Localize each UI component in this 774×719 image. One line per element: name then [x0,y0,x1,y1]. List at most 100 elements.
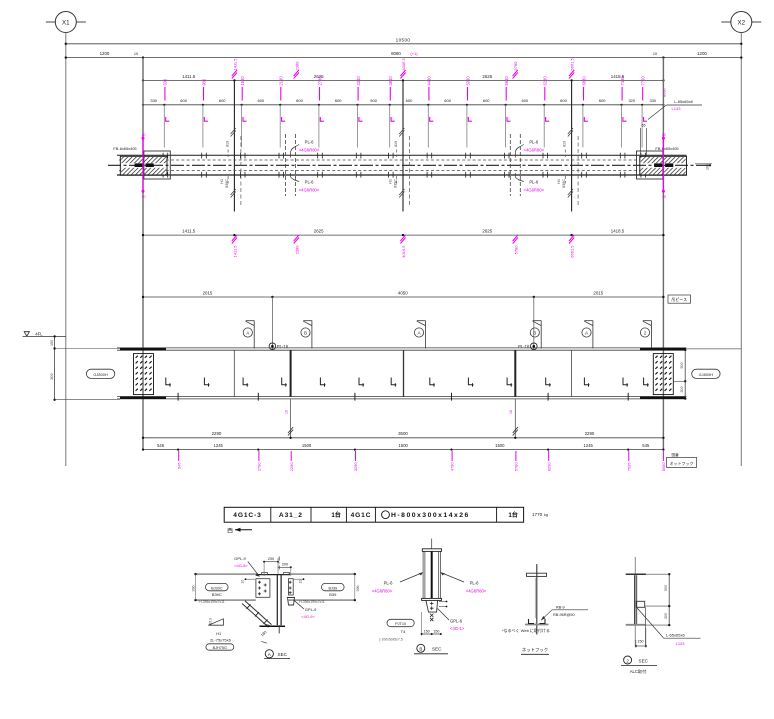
svg-text:2015: 2015 [593,290,603,295]
svg-text:B: B [304,331,307,336]
svg-text:4050: 4050 [398,290,408,295]
svg-text:2130: 2130 [279,76,284,86]
svg-text:396: 396 [356,586,360,592]
svg-text:4016.5: 4016.5 [401,245,406,258]
svg-text:<4G-1>: <4G-1> [450,626,465,631]
svg-text:2625: 2625 [482,229,492,234]
svg-text:600: 600 [522,98,529,103]
svg-text:65: 65 [642,124,646,128]
svg-text:10: 10 [241,580,245,584]
svg-text:1245: 1245 [584,443,594,448]
svg-text:839C: 839C [562,179,566,188]
svg-text:GJ800H: GJ800H [93,373,108,377]
svg-text:6661.5: 6661.5 [570,245,575,258]
svg-text:<4G6R80>: <4G6R80> [524,148,545,153]
svg-text:*なるべく Web に取付ける: *なるべく Web に取付ける [502,627,550,633]
svg-text:吊ピース: 吊ピース [671,297,687,302]
svg-text:L-65x65x6: L-65x65x6 [666,632,685,637]
svg-text:2380: 2380 [294,61,299,71]
svg-text:<4G6R80>: <4G6R80> [299,188,320,193]
svg-text:6661.5: 6661.5 [570,57,575,70]
svg-text:8080: 8080 [391,51,401,56]
svg-text:3500: 3500 [398,431,408,436]
svg-text:B39: B39 [329,592,337,597]
svg-text:SEC: SEC [432,647,442,652]
svg-text:150: 150 [424,629,430,633]
svg-text:PL-6: PL-6 [529,180,539,185]
svg-text:10500: 10500 [396,37,411,42]
svg-text:930: 930 [201,78,206,86]
svg-text:1790: 1790 [257,462,262,471]
svg-text:500: 500 [680,362,684,368]
svg-text:2: 2 [626,658,629,663]
svg-text:FB-6x65x405: FB-6x65x405 [113,146,136,151]
svg-text:A: A [585,331,589,336]
svg-text:1411.5: 1411.5 [182,229,196,234]
svg-text:2: 2 [644,331,647,336]
svg-text:2625: 2625 [314,74,324,79]
svg-text:2625: 2625 [314,229,324,234]
svg-text:839C: 839C [225,179,229,188]
svg-text:<4G6R80>: <4G6R80> [299,148,320,153]
svg-text:5780: 5780 [513,245,518,255]
svg-text:4006.5: 4006.5 [401,57,406,70]
svg-text:600: 600 [335,98,342,103]
svg-text:5030: 5030 [465,76,470,86]
svg-text:330: 330 [150,98,157,103]
svg-text:B: B [419,647,422,652]
svg-text:600: 600 [483,98,490,103]
svg-text:PL-6: PL-6 [305,180,315,185]
svg-text:GPL-6: GPL-6 [450,618,463,623]
svg-text:320: 320 [628,98,635,103]
svg-text:6830: 6830 [581,76,586,86]
svg-text:4G1C-3: 4G1C-3 [233,512,262,519]
svg-text:1台: 1台 [331,511,341,519]
svg-text:6290: 6290 [546,462,551,471]
svg-text:L143: L143 [672,106,682,111]
svg-text:6230: 6230 [543,76,548,86]
svg-text:545: 545 [157,443,165,448]
svg-text:20.9: 20.9 [209,618,213,625]
svg-text:BJ39C: BJ39C [211,586,223,590]
svg-text:2380: 2380 [294,245,299,255]
svg-text:1200: 1200 [697,51,707,56]
svg-text:150: 150 [433,629,439,633]
svg-text:ネットフック: ネットフック [670,460,694,466]
svg-text:545: 545 [642,443,650,448]
svg-text:PL-6: PL-6 [529,140,539,145]
svg-text:<4G-8>: <4G-8> [234,563,248,568]
svg-text:1411.5: 1411.5 [182,74,196,79]
svg-text:200: 200 [282,563,288,567]
svg-text:500: 500 [370,98,377,103]
svg-text:H-396x199x7x11: H-396x199x7x11 [299,600,324,604]
svg-text:4430: 4430 [427,76,432,86]
svg-text:H1: H1 [220,179,224,184]
svg-text:GPL-9: GPL-9 [305,607,317,612]
svg-text:FB-6x65x405: FB-6x65x405 [655,146,678,151]
svg-text:1418.5: 1418.5 [611,229,625,234]
svg-text:200: 200 [268,557,274,561]
svg-text:600: 600 [296,98,303,103]
svg-text:A31_2: A31_2 [279,512,303,519]
svg-text:L143: L143 [676,641,686,646]
svg-text:600: 600 [444,98,451,103]
svg-text:BJH75G: BJH75G [213,646,227,650]
svg-text:X1: X1 [62,19,70,26]
svg-text:1411.5: 1411.5 [232,58,237,71]
svg-text:10: 10 [653,52,657,56]
svg-text:600: 600 [180,98,187,103]
svg-text:10: 10 [662,133,666,137]
svg-text:PL-16: PL-16 [277,344,289,349]
svg-text:<4G6R80>: <4G6R80> [524,188,545,193]
svg-text:<4G-9>: <4G-9> [301,614,315,619]
svg-text:300: 300 [680,386,684,392]
svg-text:PL-6: PL-6 [470,580,480,585]
svg-text:ALC取付: ALC取付 [630,668,647,675]
svg-text:H-396x199x7x11: H-396x199x7x11 [199,600,224,604]
svg-text:500: 500 [664,585,668,591]
svg-text:1200: 1200 [100,51,110,56]
svg-text:<4G6R80>: <4G6R80> [466,588,487,593]
svg-text:1500: 1500 [302,443,312,448]
svg-text:BJ39: BJ39 [328,586,337,590]
svg-text:2290: 2290 [585,431,595,436]
